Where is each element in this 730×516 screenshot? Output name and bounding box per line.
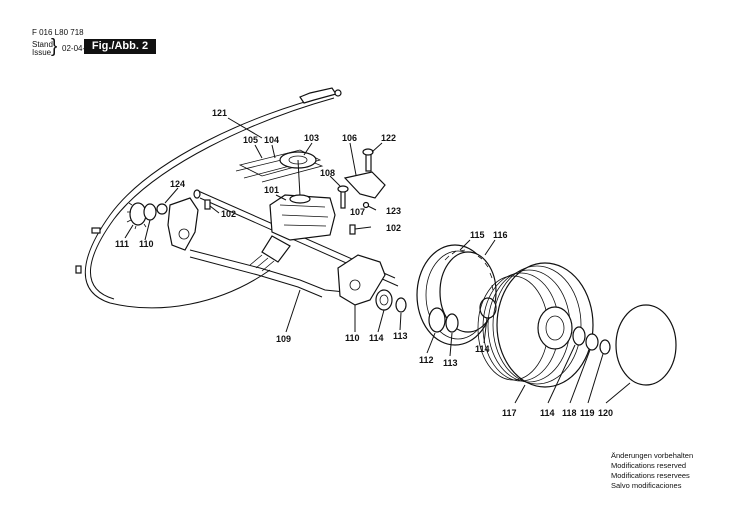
callout-118: 118 — [562, 408, 577, 418]
modifications-notice: Änderungen vorbehalten Modifications res… — [611, 451, 693, 491]
callout-114-c: 114 — [540, 408, 555, 418]
mounting-bracket — [337, 148, 386, 235]
document-number: F 016 L80 718 — [32, 28, 84, 37]
callout-117: 117 — [502, 408, 517, 418]
callout-111: 111 — [115, 239, 129, 249]
callout-110-right: 110 — [345, 333, 360, 343]
callout-120: 120 — [598, 408, 613, 418]
wheel-cover-and-ring-gear — [416, 244, 497, 346]
callout-116: 116 — [493, 230, 508, 240]
notice-line-es: Salvo modificaciones — [611, 481, 682, 490]
right-drive-lever — [337, 254, 407, 313]
callout-106: 106 — [342, 133, 357, 143]
notice-line-de: Änderungen vorbehalten — [611, 451, 694, 460]
callout-113-b: 113 — [443, 358, 458, 368]
callout-123: 123 — [386, 206, 401, 216]
callout-104: 104 — [264, 135, 279, 145]
issue-date: 02-04-05 — [62, 44, 95, 53]
notice-line-en: Modifications reserved — [611, 461, 687, 470]
figure-label-badge: Fig./Abb. 2 — [84, 39, 156, 54]
notice-line-fr: Modifications reservees — [611, 471, 690, 480]
callout-101: 101 — [264, 185, 279, 195]
callout-122: 122 — [381, 133, 396, 143]
callout-115: 115 — [470, 230, 485, 240]
callout-124: 124 — [170, 179, 185, 189]
callout-102-right: 102 — [386, 223, 401, 233]
left-drive-lever-and-gear — [126, 197, 211, 251]
callout-103: 103 — [304, 133, 319, 143]
control-rod — [189, 249, 346, 298]
callout-105: 105 — [243, 135, 258, 145]
callout-107: 107 — [350, 207, 365, 217]
callout-109: 109 — [276, 334, 291, 344]
gearbox-housing — [249, 194, 336, 272]
wheel-bushings-and-hubcap — [572, 304, 677, 386]
cable-assembly — [75, 87, 342, 309]
callout-102-left: 102 — [221, 209, 236, 219]
callout-110-left: 110 — [139, 239, 154, 249]
callout-leader-lines — [124, 117, 631, 404]
rear-wheel — [477, 262, 594, 388]
issue-label: Issue — [32, 48, 52, 57]
callout-112: 112 — [419, 355, 434, 365]
callout-114-a: 114 — [369, 333, 384, 343]
drive-belt-and-pulley — [235, 149, 324, 197]
callout-114-b: 114 — [475, 344, 490, 354]
brace-glyph: } — [51, 36, 58, 57]
callout-108: 108 — [320, 168, 335, 178]
stand-label: Stand — [32, 40, 53, 49]
callout-113-a: 113 — [393, 331, 408, 341]
callout-121: 121 — [212, 108, 227, 118]
callout-119: 119 — [580, 408, 595, 418]
